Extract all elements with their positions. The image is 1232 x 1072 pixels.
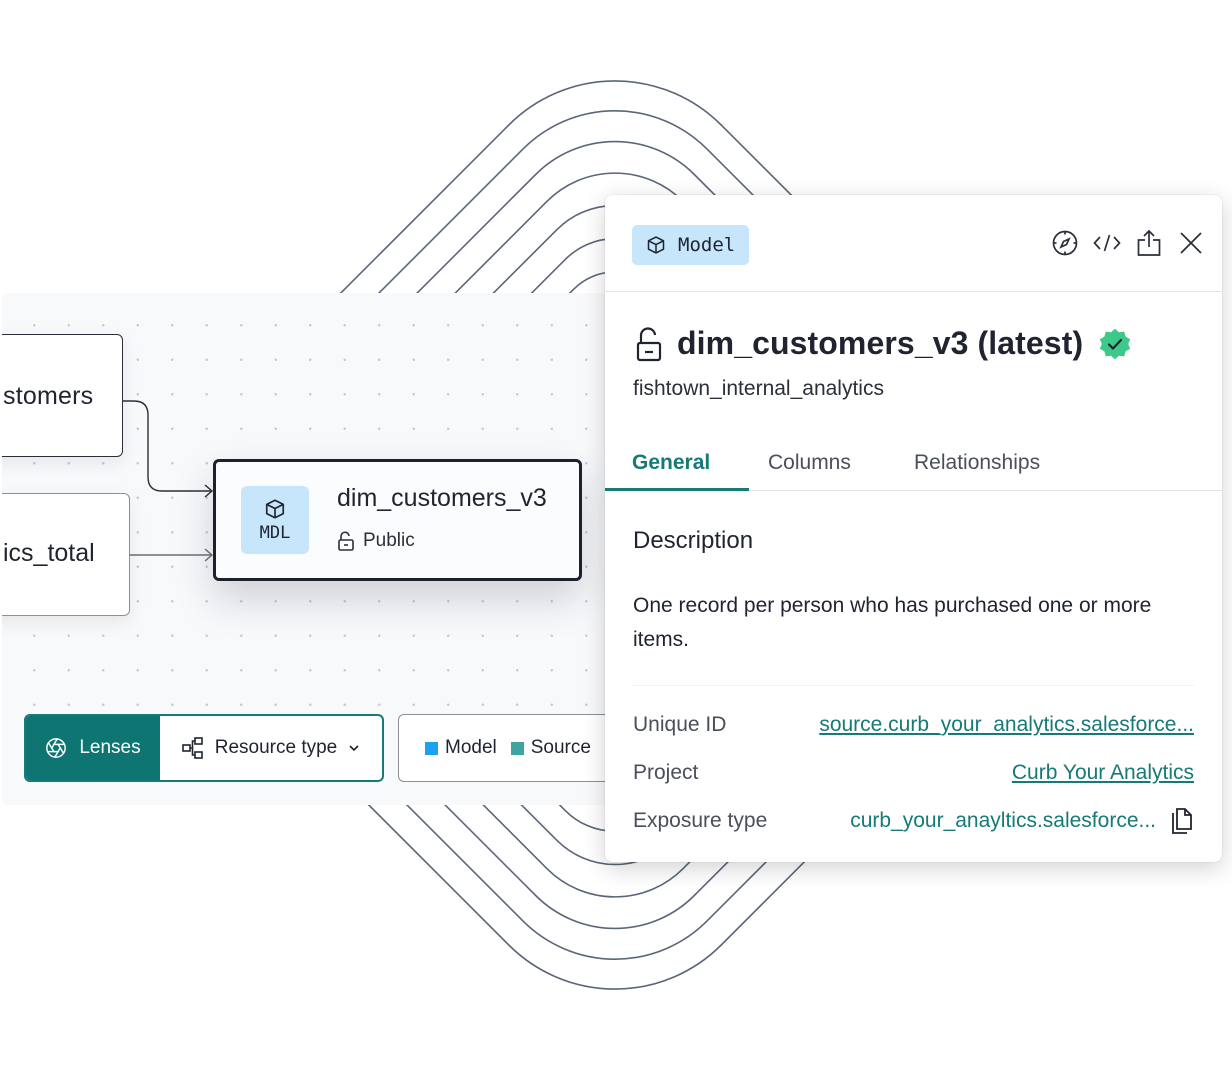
resource-type-label: Model: [678, 234, 736, 256]
panel-header: Model: [605, 195, 1222, 292]
legend-item-source: Source: [510, 737, 591, 759]
divider: [633, 685, 1193, 686]
tab-relationships[interactable]: Relationships: [914, 451, 1041, 474]
view-code-button[interactable]: [1092, 228, 1122, 258]
description-heading: Description: [633, 527, 754, 554]
lineage-canvas[interactable]: stomers ics_total MDL dim_customers_v3 P…: [2, 293, 622, 805]
panel-tabs: General Columns Relationships: [605, 443, 1222, 491]
lineage-edges: [123, 400, 214, 562]
exposure-type-value: curb_your_anayltics.salesforce...: [850, 809, 1156, 832]
resource-title: dim_customers_v3 (latest): [677, 325, 1084, 361]
legend-item-model: Model: [425, 737, 497, 759]
close-button[interactable]: [1176, 228, 1206, 258]
legend-swatch-source: [510, 741, 524, 755]
panel-actions: [1050, 228, 1206, 258]
node-label: stomers: [3, 382, 94, 410]
description-text: One record per person who has purchased …: [633, 594, 1152, 651]
resource-project-name: fishtown_internal_analytics: [633, 377, 884, 400]
resource-type-label: Resource type: [214, 737, 338, 758]
code-icon: [1093, 234, 1121, 252]
lenses-control: Lenses Resource type: [24, 714, 384, 782]
node-label: ics_total: [3, 539, 95, 567]
metadata-row-unique-id: Unique ID source.curb_your_analytics.sal…: [633, 713, 1194, 737]
aperture-icon: [46, 738, 67, 758]
metadata-label: Project: [633, 761, 699, 784]
verified-badge-icon: [1100, 328, 1131, 359]
cube-icon: [265, 498, 285, 519]
metadata-row-project: Project Curb Your Analytics: [633, 761, 1194, 785]
copy-button[interactable]: [1170, 807, 1194, 835]
metadata-label: Exposure type: [633, 809, 768, 832]
cube-icon: [647, 236, 665, 254]
compass-icon: [1052, 230, 1078, 256]
lineage-node-customers[interactable]: stomers: [2, 334, 123, 457]
unlock-icon: [636, 326, 662, 361]
close-icon: [1180, 232, 1202, 254]
unique-id-link[interactable]: source.curb_your_analytics.salesforce...: [819, 713, 1194, 736]
tab-general[interactable]: General: [605, 443, 749, 491]
chevron-down-icon: [349, 745, 359, 752]
project-link[interactable]: Curb Your Analytics: [1011, 761, 1194, 784]
resource-type-badge: Model: [632, 225, 750, 265]
metadata-label: Unique ID: [633, 713, 727, 736]
unlock-icon: [338, 531, 354, 551]
lineage-node-metrics-total[interactable]: ics_total: [2, 493, 130, 616]
resource-legend: Model Source: [398, 714, 622, 782]
legend-label: Model: [445, 737, 497, 758]
resource-type-dropdown[interactable]: Resource type: [160, 716, 382, 780]
copy-icon: [1172, 808, 1192, 834]
node-title: dim_customers_v3: [337, 484, 547, 512]
lineage-node-selected[interactable]: MDL dim_customers_v3 Public: [213, 459, 582, 581]
legend-label: Source: [530, 737, 591, 758]
metadata-row-exposure-type: Exposure type curb_your_anayltics.salesf…: [633, 807, 1194, 835]
legend-swatch-model: [425, 741, 438, 755]
resource-title-row: dim_customers_v3 (latest): [635, 325, 1133, 362]
explore-button[interactable]: [1050, 228, 1080, 258]
tab-columns[interactable]: Columns: [768, 451, 851, 474]
access-label: Public: [363, 530, 415, 551]
share-button[interactable]: [1134, 228, 1164, 258]
access-level: Public: [337, 530, 415, 552]
model-type-label: MDL: [259, 522, 291, 543]
model-type-badge: MDL: [241, 486, 309, 554]
resource-details-panel: Model: [605, 195, 1222, 862]
lenses-label: Lenses: [79, 737, 141, 758]
lenses-button[interactable]: Lenses: [26, 716, 160, 780]
share-icon: [1137, 229, 1161, 256]
exposure-type-value-group: curb_your_anayltics.salesforce...: [850, 807, 1194, 835]
hierarchy-icon: [181, 737, 203, 759]
